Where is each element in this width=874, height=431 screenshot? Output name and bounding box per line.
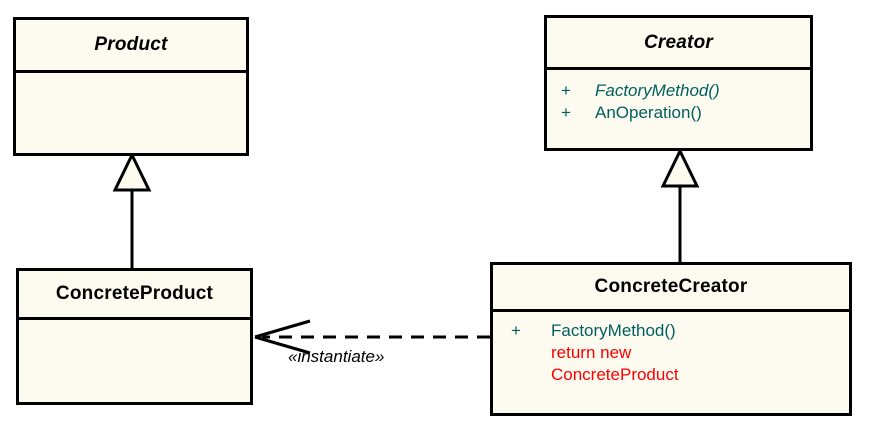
member-name: AnOperation() [595,103,702,122]
member-row[interactable]: + FactoryMethod() [561,80,720,102]
class-title-concreteproduct: ConcreteProduct [55,283,214,304]
class-name-compartment-creator: Creator [547,18,810,70]
member-list-concretecreator: + FactoryMethod() return new ConcretePro… [511,320,679,386]
class-members-compartment-creator: + FactoryMethod() + AnOperation() [547,70,810,148]
member-name: FactoryMethod() [551,321,676,340]
class-name-compartment-concreteproduct: ConcreteProduct [19,271,250,320]
class-members-compartment-concretecreator: + FactoryMethod() return new ConcretePro… [493,312,849,413]
member-list-creator: + FactoryMethod() + AnOperation() [561,80,720,124]
class-title-product: Product [94,34,168,55]
member-visibility: + [561,81,571,100]
method-body-line: ConcreteProduct [551,365,679,384]
class-box-creator[interactable]: Creator + FactoryMethod() + AnOperation(… [544,15,813,151]
class-members-compartment-concreteproduct [19,320,250,402]
member-row[interactable]: + FactoryMethod() [511,320,679,342]
member-visibility: + [511,321,521,340]
generalization-concretecreator-to-creator [660,147,700,264]
class-members-compartment-product [16,73,246,153]
class-box-concretecreator[interactable]: ConcreteCreator + FactoryMethod() return… [490,262,852,416]
class-name-compartment-product: Product [16,20,246,73]
member-row[interactable]: + AnOperation() [561,102,720,124]
class-box-concreteproduct[interactable]: ConcreteProduct [16,268,253,405]
member-visibility: + [561,103,571,122]
member-name: FactoryMethod() [595,81,720,100]
generalization-concreteproduct-to-product [112,151,152,270]
class-box-product[interactable]: Product [13,17,249,156]
generalization-triangle-product [112,151,152,192]
class-name-compartment-concretecreator: ConcreteCreator [493,265,849,312]
class-title-creator: Creator [644,31,713,53]
generalization-triangle-creator [660,147,700,188]
class-title-concretecreator: ConcreteCreator [594,276,748,297]
dependency-stereotype-label: «instantiate» [288,347,385,366]
method-body-line: return new [551,343,632,362]
